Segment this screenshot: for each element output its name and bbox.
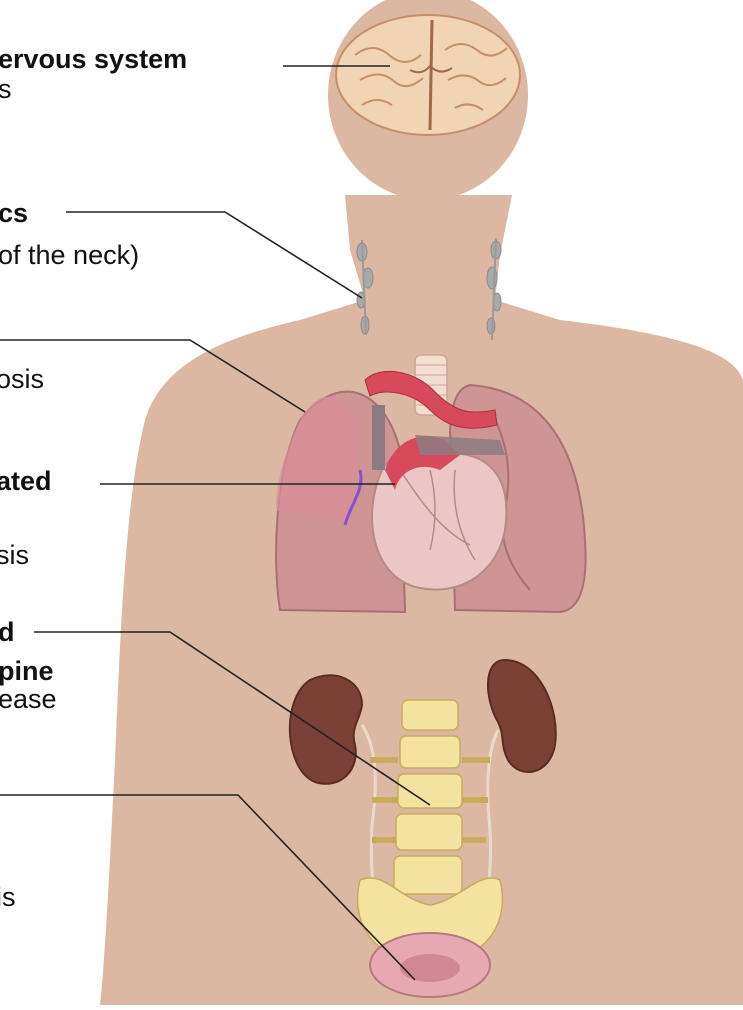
bladder-icon bbox=[370, 933, 490, 997]
label-line: ated bbox=[0, 466, 52, 496]
label-spine: pine bbox=[0, 656, 54, 686]
label-line: of the neck) bbox=[0, 240, 139, 270]
brain-icon bbox=[336, 15, 520, 135]
label-lungs-sub: osis bbox=[0, 364, 44, 394]
label-line: osis bbox=[0, 364, 44, 394]
label-line: is bbox=[0, 882, 16, 912]
label-line: cs bbox=[0, 198, 28, 228]
label-line: s bbox=[0, 74, 12, 104]
label-heart-sub: sis bbox=[0, 540, 29, 570]
label-spine-sub: ease bbox=[0, 684, 57, 714]
label-nervous-system-sub: s bbox=[0, 74, 12, 104]
label-line: pine bbox=[0, 656, 54, 686]
label-bladder-sub: is bbox=[0, 882, 16, 912]
label-lymphatics-sub: of the neck) bbox=[0, 240, 139, 270]
label-nervous-system: ervous system bbox=[0, 44, 187, 74]
label-line: sis bbox=[0, 540, 29, 570]
label-heart: ated bbox=[0, 466, 52, 496]
label-line: ease bbox=[0, 684, 57, 714]
label-line: ervous system bbox=[0, 44, 187, 74]
label-lymphatics: cs bbox=[0, 198, 28, 228]
label-kidneys: d bbox=[0, 617, 15, 647]
label-line: d bbox=[0, 617, 15, 647]
